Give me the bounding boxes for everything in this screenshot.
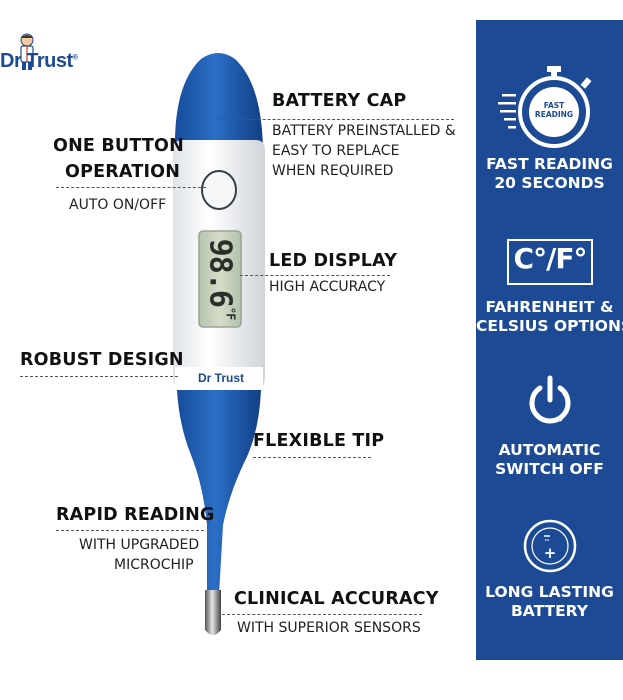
logo-text: Dr Trust — [0, 50, 73, 72]
battery-line-1: LONG LASTING — [485, 583, 614, 601]
power-icon — [529, 375, 571, 424]
stopwatch-text-1: FAST — [543, 101, 565, 110]
celsius-fahrenheit-icon — [507, 239, 593, 285]
battery-cap-line-3: WHEN REQUIRED — [272, 163, 394, 179]
flexible-tip-title: FLEXIBLE TIP — [253, 431, 385, 451]
rapid-reading-divider — [56, 530, 204, 531]
clinical-accuracy-subtitle: WITH SUPERIOR SENSORS — [237, 620, 421, 636]
fast-reading-line-2: 20 SECONDS — [494, 174, 605, 192]
led-display-title: LED DISPLAY — [269, 251, 398, 271]
clinical-accuracy-title: CLINICAL ACCURACY — [234, 589, 439, 609]
stopwatch-icon — [498, 66, 592, 148]
one-button-divider — [56, 187, 206, 188]
battery-line-2: BATTERY — [510, 602, 588, 620]
one-button-title-2: OPERATION — [65, 162, 181, 182]
rapid-reading-line-2: MICROCHIP — [114, 557, 194, 573]
power-button — [201, 170, 237, 210]
stopwatch-text-2: READING — [534, 110, 574, 119]
brand-logo: Dr Trust® — [0, 30, 90, 80]
battery-icon — [523, 519, 577, 573]
lcd-display: 98.6°F — [199, 231, 241, 327]
one-button-title-1: ONE BUTTON — [53, 136, 184, 156]
device-brand-label: Dr Trust — [197, 371, 244, 385]
doctor-mascot-icon — [20, 33, 34, 70]
fahrenheit-line-1: FAHRENHEIT & — [485, 298, 614, 316]
registered-mark: ® — [72, 54, 78, 62]
auto-switch-line-2: SWITCH OFF — [495, 460, 604, 478]
fahrenheit-line-2: CELSIUS OPTIONS — [476, 317, 623, 335]
battery-cap-line-1: BATTERY PREINSTALLED & — [272, 123, 456, 139]
rapid-reading-line-1: WITH UPGRADED — [79, 537, 200, 553]
battery-cap-divider — [218, 119, 454, 120]
flexible-tip-divider — [253, 457, 371, 458]
auto-switch-line-1: AUTOMATIC — [498, 441, 601, 459]
lcd-unit: °F — [223, 306, 238, 320]
battery-cap-title: BATTERY CAP — [272, 91, 407, 111]
fast-reading-line-1: FAST READING — [486, 155, 613, 173]
robust-design-title: ROBUST DESIGN — [20, 350, 184, 370]
led-display-subtitle: HIGH ACCURACY — [269, 279, 386, 295]
one-button-subtitle: AUTO ON/OFF — [69, 197, 167, 213]
robust-design-divider — [20, 376, 178, 377]
led-display-divider — [240, 275, 390, 276]
celsius-fahrenheit-text: C°/F° — [513, 242, 588, 275]
feature-panel: FAST READING FAST READING 20 SECONDS C°/… — [476, 20, 623, 660]
battery-plus: + — [543, 544, 557, 562]
rapid-reading-title: RAPID READING — [56, 505, 215, 525]
battery-cap-line-2: EASY TO REPLACE — [272, 143, 400, 159]
thermometer-illustration — [173, 53, 265, 635]
lcd-reading: 98.6 — [202, 238, 238, 307]
clinical-accuracy-divider — [222, 614, 422, 615]
